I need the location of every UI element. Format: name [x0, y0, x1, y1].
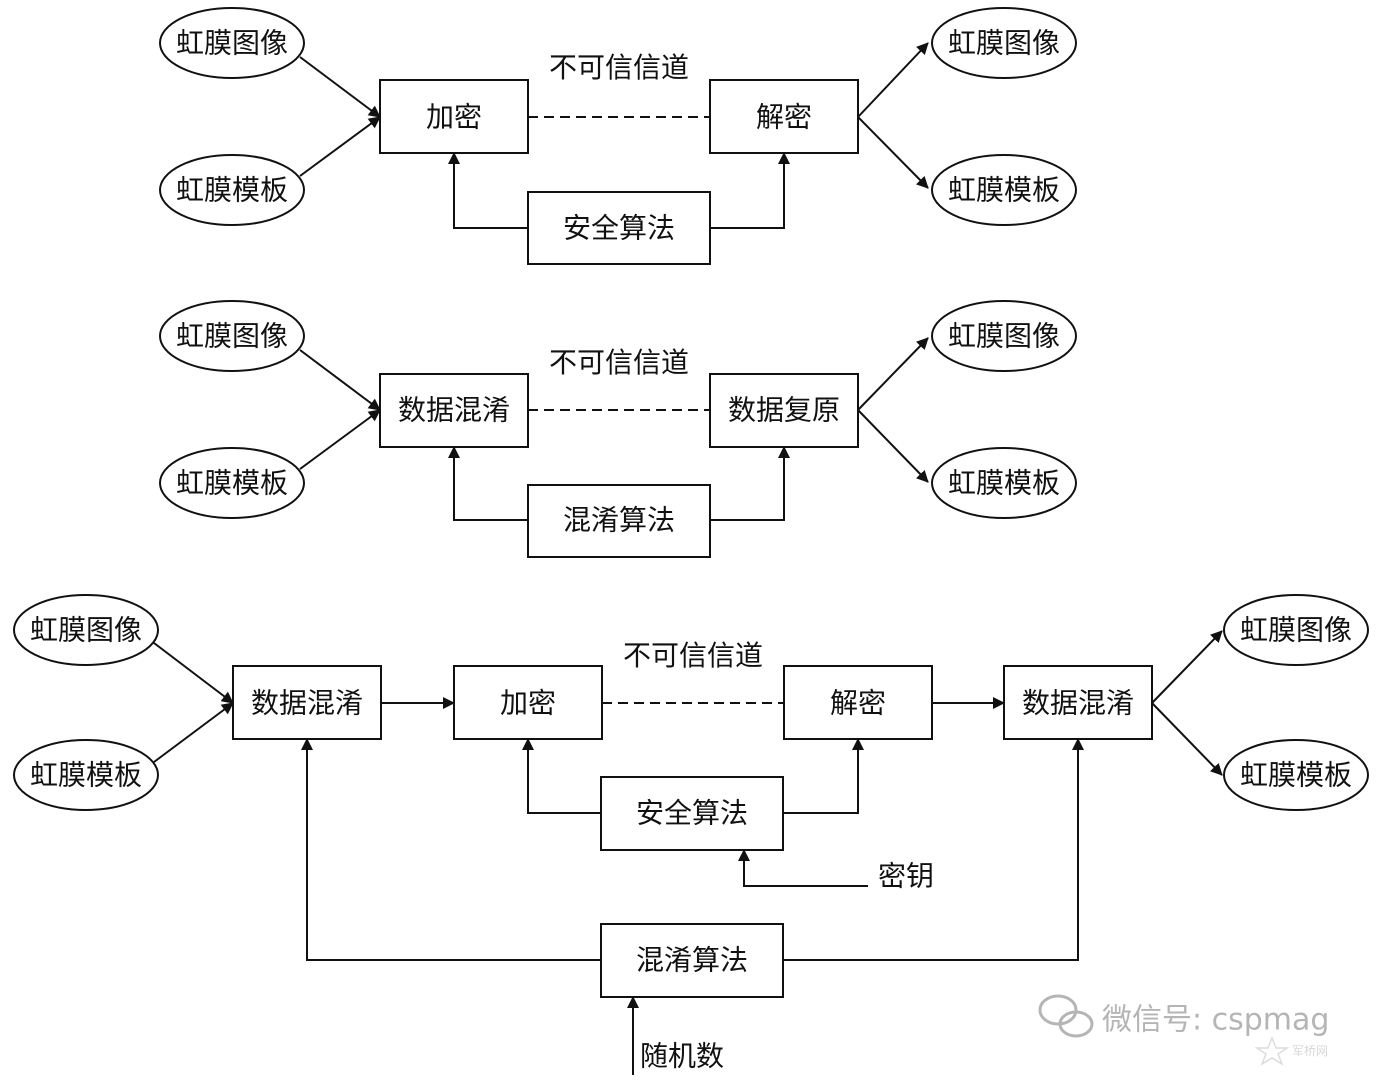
d3-output-iris-image	[1223, 594, 1369, 666]
d3-output-iris-image-label: 虹膜图像	[1240, 614, 1352, 647]
d3-input-iris-template	[13, 739, 159, 811]
d1-input-iris-image-label: 虹膜图像	[176, 27, 288, 60]
d2-output-iris-template-label: 虹膜模板	[948, 467, 1060, 500]
d1-output-iris-template-label: 虹膜模板	[948, 174, 1060, 207]
d2-input-iris-image-label: 虹膜图像	[176, 320, 288, 353]
d3-random-number-label: 随机数	[640, 1040, 724, 1073]
d1-output-iris-image	[931, 7, 1077, 79]
diagram-2-obfuscation: 虹膜图像 虹膜模板 数据混淆 数据复原 不可信信道 混淆算法 虹膜图像 虹膜模板	[159, 300, 1077, 558]
site-name-text: 军桥网	[1292, 1044, 1328, 1058]
d3-data-obfuscation-left-box	[232, 665, 382, 740]
d2-obfuscation-algorithm-box	[527, 484, 711, 558]
d3-input-iris-image-label: 虹膜图像	[30, 614, 142, 647]
d1-output-iris-image-label: 虹膜图像	[948, 27, 1060, 60]
d1-input-iris-image	[159, 7, 305, 79]
d2-output-iris-template	[931, 447, 1077, 519]
d3-encrypt-label: 加密	[500, 687, 556, 720]
wechat-logo-icon	[1038, 994, 1094, 1038]
d3-input-iris-template-label: 虹膜模板	[30, 759, 142, 792]
d3-output-iris-template	[1223, 739, 1369, 811]
d2-arrows	[299, 337, 929, 521]
d3-output-iris-template-label: 虹膜模板	[1240, 759, 1352, 792]
d2-output-iris-image	[931, 300, 1077, 372]
d3-security-algorithm-label: 安全算法	[636, 797, 748, 830]
diagram-3-combined: 虹膜图像 虹膜模板 数据混淆 加密 解密 不可信信道 数据混淆 安全算法 密钥 …	[13, 594, 1369, 1075]
d3-obfuscation-algorithm-box	[600, 923, 784, 998]
wechat-id-text: 微信号: cspmag	[1102, 1003, 1329, 1038]
d2-input-iris-image	[159, 300, 305, 372]
d1-untrusted-channel-label: 不可信信道	[549, 51, 689, 84]
d3-obfuscation-algorithm-label: 混淆算法	[636, 944, 748, 977]
d2-input-iris-template-label: 虹膜模板	[176, 467, 288, 500]
d2-input-iris-template	[159, 447, 305, 519]
d3-key-label: 密钥	[878, 860, 934, 893]
d1-output-iris-template	[931, 154, 1077, 226]
d2-untrusted-channel-label: 不可信信道	[549, 346, 689, 379]
d2-obfuscation-algorithm-label: 混淆算法	[563, 504, 675, 537]
watermark: 微信号: cspmag 军桥网	[1038, 994, 1329, 1066]
d1-security-algorithm-label: 安全算法	[563, 212, 675, 245]
diagram-1-encryption: 虹膜图像 虹膜模板 加密 解密 不可信信道 安全算法 虹膜图像 虹膜模板	[159, 7, 1077, 265]
d2-data-obfuscation-label: 数据混淆	[398, 394, 510, 427]
d3-encrypt-box	[453, 665, 603, 740]
d2-output-iris-image-label: 虹膜图像	[948, 320, 1060, 353]
d3-decrypt-label: 解密	[830, 687, 886, 720]
d3-untrusted-channel-label: 不可信信道	[623, 639, 763, 672]
site-logo-star-icon	[1254, 1035, 1290, 1066]
d1-decrypt-label: 解密	[756, 101, 812, 134]
d3-data-obfuscation-left-label: 数据混淆	[251, 687, 363, 720]
d1-encrypt-label: 加密	[426, 101, 482, 134]
d1-input-iris-template	[159, 154, 305, 226]
d3-input-iris-image	[13, 594, 159, 666]
d3-arrows	[153, 630, 1223, 1075]
d1-input-iris-template-label: 虹膜模板	[176, 174, 288, 207]
d1-arrows	[299, 42, 929, 229]
d3-data-obfuscation-right-label: 数据混淆	[1022, 687, 1134, 720]
d2-data-restore-label: 数据复原	[728, 394, 840, 427]
